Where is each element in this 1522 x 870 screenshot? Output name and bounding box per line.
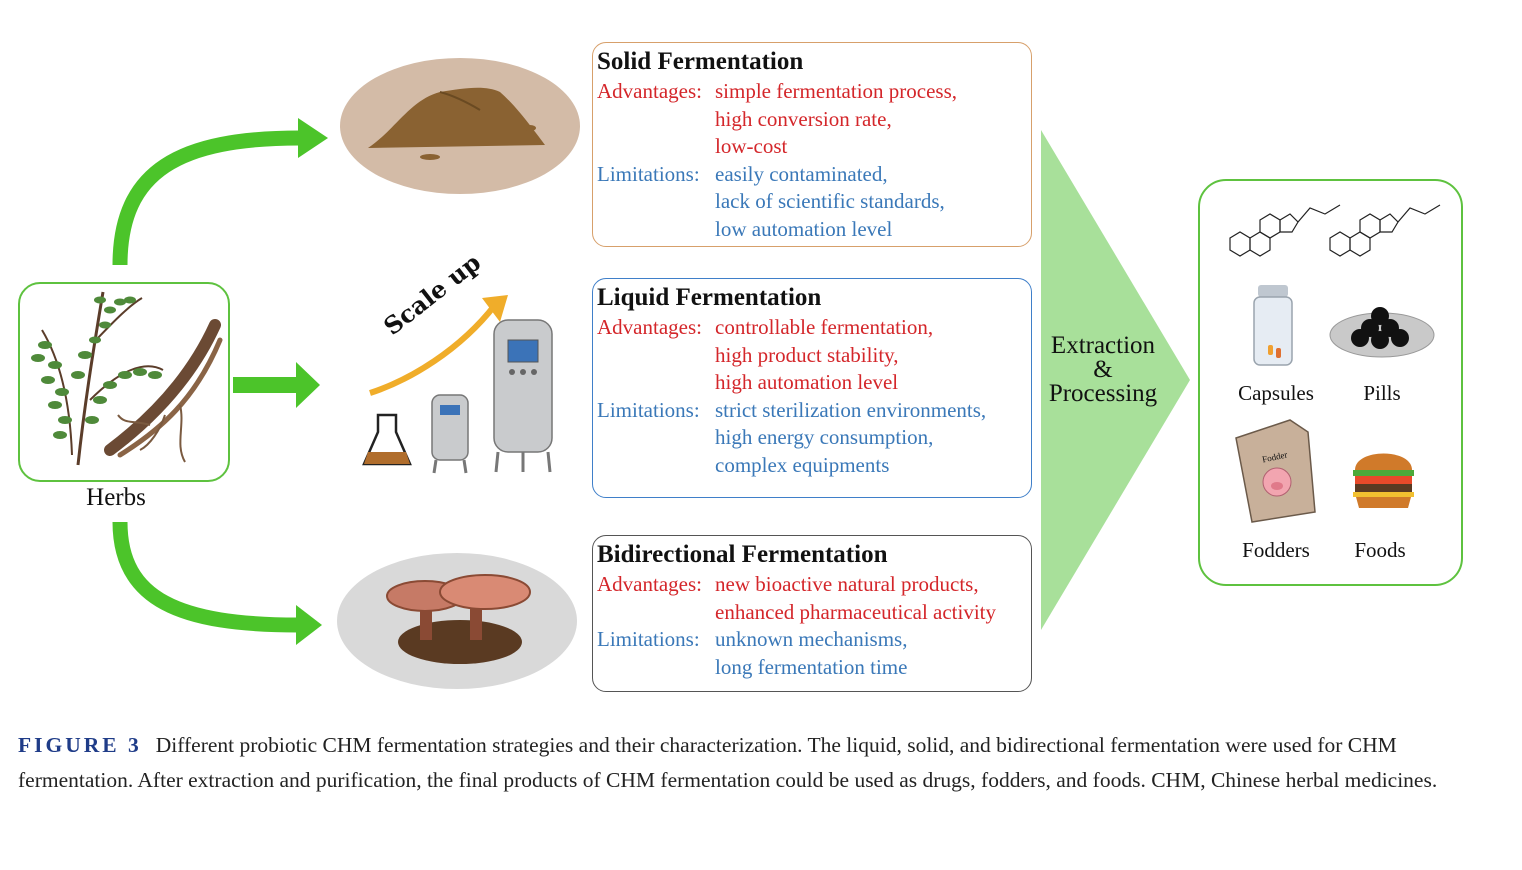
solid-adv-1: high conversion rate, <box>715 106 892 131</box>
bidirectional-title: Bidirectional Fermentation <box>597 541 888 568</box>
bi-adv-label: Advantages: <box>597 572 702 596</box>
liquid-adv-0: controllable fermentation, <box>715 315 934 339</box>
solid-limitation-row: Limitations: easily contaminated, <box>597 161 1031 189</box>
capsule-bottle-icon <box>1253 285 1293 366</box>
arrow-to-liquid <box>233 362 320 408</box>
burger-icon <box>1353 453 1414 508</box>
solid-adv-label: Advantages: <box>597 79 702 103</box>
solid-lim-label: Limitations: <box>597 161 700 186</box>
flask-icon <box>362 413 412 466</box>
bi-lim-0: unknown mechanisms, <box>715 627 908 651</box>
liquid-adv-label: Advantages: <box>597 315 702 339</box>
scale-up-arrow <box>369 295 508 396</box>
liquid-adv-2: high automation level <box>715 370 899 394</box>
liquid-advantage-row: Advantages: controllable fermentation, <box>597 314 1031 342</box>
liquid-lim-0: strict sterilization environments, <box>715 397 987 422</box>
liquid-fermentation-box: Liquid Fermentation Advantages: controll… <box>592 278 1032 498</box>
products-box <box>1198 179 1463 586</box>
foods-label: Foods <box>1354 538 1406 562</box>
bi-adv-1: enhanced pharmaceutical activity <box>715 599 997 624</box>
solid-advantage-row: Advantages: simple fermentation process, <box>597 78 1031 106</box>
herb-plant-icon <box>31 291 164 466</box>
process-line-3: Processing <box>1048 380 1158 407</box>
fodder-bag-icon <box>1235 419 1316 523</box>
mushroom-icon <box>337 553 577 689</box>
capsules-label: Capsules <box>1238 381 1314 405</box>
herbs-box <box>18 282 230 482</box>
bi-adv-0: new bioactive natural products, <box>715 572 979 596</box>
small-tank-icon <box>431 394 469 474</box>
bi-limitation-row: Limitations: unknown mechanisms, <box>597 626 1031 654</box>
solid-adv-0: simple fermentation process, <box>715 79 958 103</box>
liquid-limitation-row: Limitations: strict sterilization enviro… <box>597 397 1031 425</box>
liquid-adv-1: high product stability, <box>715 342 899 367</box>
process-line-2: & <box>1093 356 1113 383</box>
liquid-title: Liquid Fermentation <box>597 284 822 311</box>
large-tank-icon <box>493 319 553 473</box>
solid-lim-2: low automation level <box>715 216 893 241</box>
bi-lim-1: long fermentation time <box>715 654 908 679</box>
big-process-arrow <box>1041 130 1190 630</box>
solid-adv-2: low-cost <box>715 134 788 158</box>
bi-lim-label: Limitations: <box>597 627 700 651</box>
molecule-structure-icon <box>1229 204 1441 257</box>
caption-text: Different probiotic CHM fermentation str… <box>18 733 1438 792</box>
arrow-to-bidirectional <box>112 521 322 645</box>
solid-title: Solid Fermentation <box>597 48 804 75</box>
process-line-1: Extraction <box>1050 332 1156 359</box>
liquid-lim-2: complex equipments <box>715 452 890 477</box>
soil-pile-icon <box>340 58 580 194</box>
extraction-processing-label: Extraction & Processing <box>1040 332 1166 407</box>
solid-lim-0: easily contaminated, <box>715 161 888 186</box>
bidirectional-fermentation-box: Bidirectional Fermentation Advantages: n… <box>592 535 1032 692</box>
pills-label: Pills <box>1363 381 1401 405</box>
arrow-to-solid <box>112 118 328 266</box>
fodders-label: Fodders <box>1242 538 1310 562</box>
liquid-lim-label: Limitations: <box>597 397 700 422</box>
figure-number: FIGURE 3 <box>18 733 142 757</box>
bi-advantage-row: Advantages: new bioactive natural produc… <box>597 571 1031 599</box>
solid-fermentation-box: Solid Fermentation Advantages: simple fe… <box>592 42 1032 247</box>
solid-lim-1: lack of scientific standards, <box>715 189 945 213</box>
herb-root-icon <box>104 319 223 463</box>
pills-plate-icon <box>1329 307 1435 358</box>
liquid-lim-1: high energy consumption, <box>715 425 934 449</box>
herbs-label: Herbs <box>86 484 146 511</box>
